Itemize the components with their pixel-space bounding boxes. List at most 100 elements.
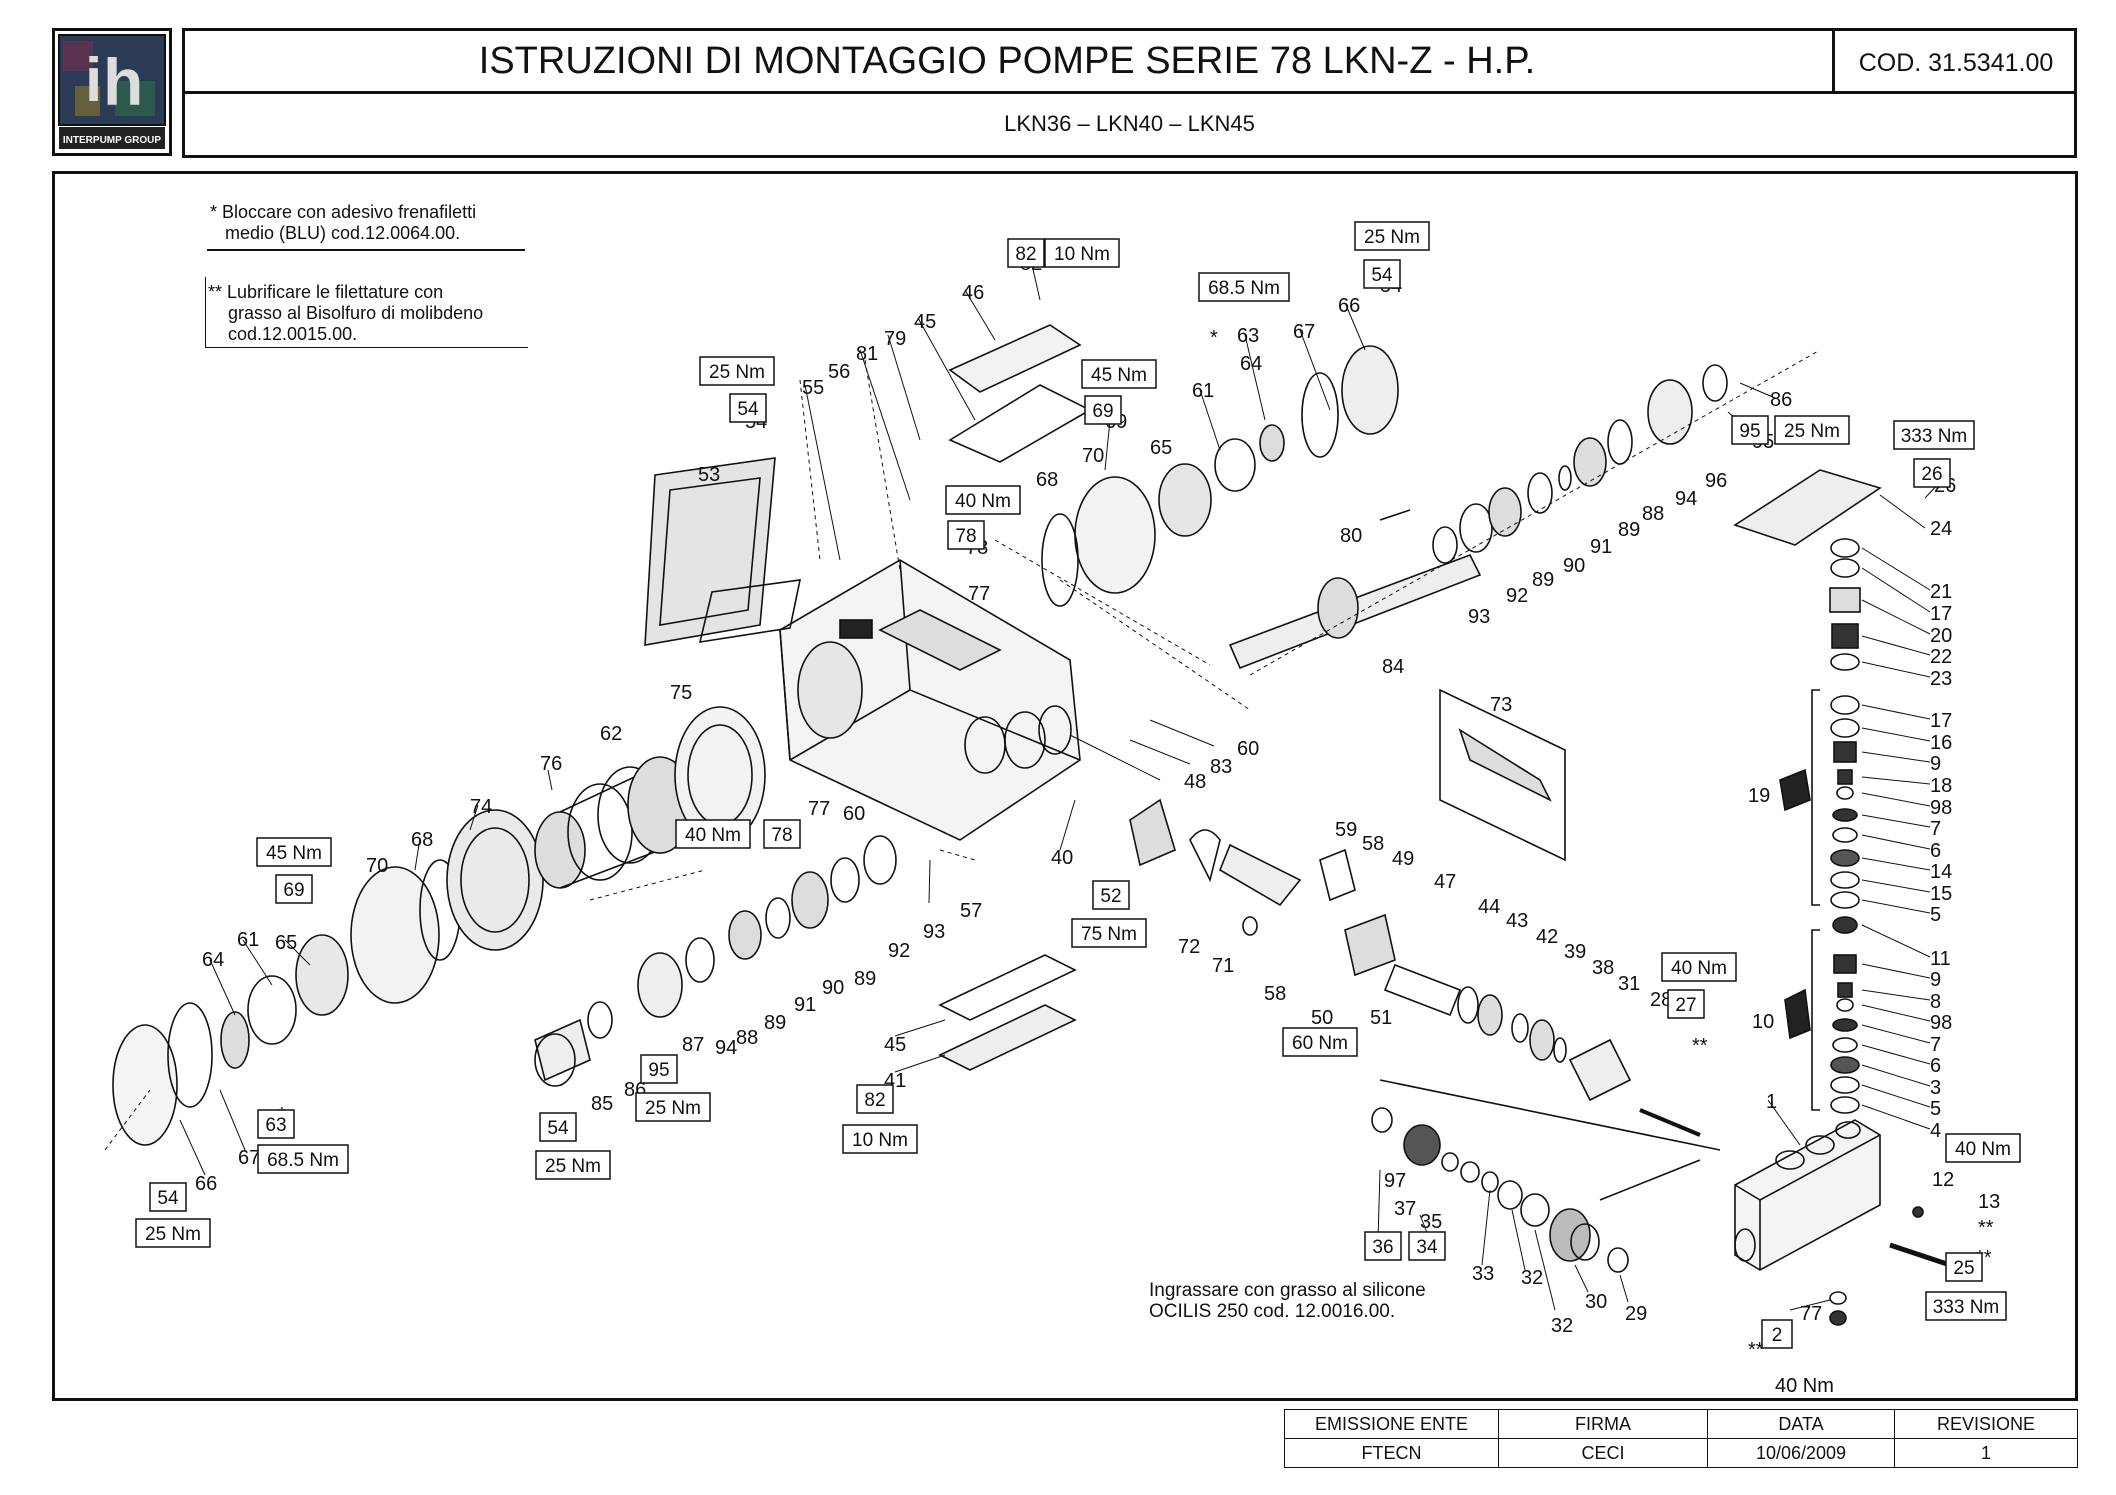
boxed-label-text: 78 <box>955 526 976 547</box>
part-callout: 66 <box>1338 295 1360 317</box>
boxed-label-text: 333 Nm <box>1933 1297 2000 1318</box>
part-callout: 94 <box>1675 488 1697 510</box>
boxed-label: 36 <box>1364 1231 1402 1261</box>
boxed-label-text: 45 Nm <box>266 843 322 864</box>
boxed-label: 63 <box>257 1109 295 1139</box>
part-callout: 5 <box>1930 904 1941 926</box>
part-callout: 40 Nm <box>1775 1375 1834 1397</box>
part-callout: 72 <box>1178 936 1200 958</box>
part-callout: 77 <box>968 583 990 605</box>
part-callout: 93 <box>1468 606 1490 628</box>
boxed-label: 40 Nm <box>1661 952 1737 982</box>
boxed-label-text: 54 <box>157 1188 179 1209</box>
part-callout: 47 <box>1434 871 1456 893</box>
logo-box: i h INTERPUMP GROUP <box>52 28 172 156</box>
interpump-logo: i h INTERPUMP GROUP <box>58 34 166 149</box>
part-callout: 13 <box>1978 1191 2000 1213</box>
boxed-label: 54 <box>149 1182 187 1212</box>
part-callout: 71 <box>1212 955 1234 977</box>
part-callout: 8 <box>1930 991 1941 1013</box>
part-callout: 19 <box>1748 785 1770 807</box>
boxed-label-text: 75 Nm <box>1081 924 1137 945</box>
crankcase-housing <box>779 559 1081 841</box>
part-callout: 64 <box>1240 353 1262 375</box>
part-callout: 58 <box>1362 833 1384 855</box>
header-date: DATA <box>1707 1409 1895 1439</box>
part-callout: 23 <box>1930 668 1952 690</box>
part-callout: 92 <box>1506 585 1528 607</box>
assembly-lines <box>104 349 1821 1151</box>
side-cover-left <box>112 1024 178 1146</box>
boxed-label-text: 95 <box>648 1060 669 1081</box>
part-callout: 33 <box>1472 1263 1494 1285</box>
title-divider-h <box>182 91 2077 94</box>
boxed-label: 69 <box>1084 395 1122 425</box>
part-callout: 75 <box>670 682 692 704</box>
boxed-label: 45 Nm <box>256 837 332 867</box>
part-callout: 86 <box>1770 389 1792 411</box>
boxed-label-text: 25 Nm <box>1784 421 1840 442</box>
part-callout: 77 <box>808 798 830 820</box>
part-callout: 91 <box>1590 536 1612 558</box>
valve-housing-10 <box>1784 988 1811 1040</box>
part-callout: 74 <box>470 796 492 818</box>
boxed-label-text: 54 <box>547 1118 569 1139</box>
boxed-label: 25 Nm <box>1354 221 1430 251</box>
boxed-label: 333 Nm <box>1925 1291 2007 1321</box>
header-revision: REVISIONE <box>1894 1409 2078 1439</box>
detail-box-73 <box>1439 688 1566 862</box>
value-signature: CECI <box>1498 1438 1708 1468</box>
input-shaft <box>1228 509 1482 670</box>
part-callout: 43 <box>1506 910 1528 932</box>
boxed-label: 69 <box>275 874 313 904</box>
part-callout: 93 <box>923 921 945 943</box>
boxed-label: 68.5 Nm <box>257 1144 349 1174</box>
top-cover-plate <box>948 324 1092 463</box>
part-callout: 17 <box>1930 710 1952 732</box>
part-callout: 46 <box>962 282 984 304</box>
boxed-label-text: 78 <box>771 825 792 846</box>
note-box-2 <box>205 277 528 348</box>
boxed-label: 68.5 Nm <box>1198 272 1290 302</box>
boxed-label: 78 <box>763 819 801 849</box>
part-callout: 42 <box>1536 926 1558 948</box>
part-callout: 18 <box>1930 775 1952 797</box>
part-callout: 68 <box>411 829 433 851</box>
boxed-label: 82 <box>1007 238 1045 268</box>
part-callout: 4 <box>1930 1120 1941 1142</box>
boxed-label-text: 69 <box>283 880 304 901</box>
boxed-label: 75 Nm <box>1071 918 1147 948</box>
boxed-label-text: 25 Nm <box>145 1224 201 1245</box>
boxed-label: 54 <box>1363 259 1401 289</box>
part-callout: 67 <box>1293 321 1315 343</box>
boxed-label: 54 <box>729 393 767 423</box>
boxed-label: 52 <box>1092 880 1130 910</box>
part-callout: 32 <box>1521 1267 1543 1289</box>
boxed-label-text: 54 <box>737 399 759 420</box>
part-callout: 48 <box>1184 771 1206 793</box>
part-callout: 61 <box>237 929 259 951</box>
part-callout: 6 <box>1930 1055 1941 1077</box>
boxed-label: 27 <box>1667 989 1705 1019</box>
boxed-label: 82 <box>856 1084 894 1114</box>
header-signature: FIRMA <box>1498 1409 1708 1439</box>
part-callout: 89 <box>1532 569 1554 591</box>
part-callout: 80 <box>1340 525 1362 547</box>
part-callout: 91 <box>794 994 816 1016</box>
valve-stack-lower <box>1830 916 1860 1114</box>
part-callout: 96 <box>1705 470 1727 492</box>
part-callout: 89 <box>764 1012 786 1034</box>
note-lubricant: ** Lubrificare le filettature con grasso… <box>208 282 484 344</box>
boxed-label: 40 Nm <box>675 819 751 849</box>
part-callout: 79 <box>884 328 906 350</box>
boxed-label-text: 69 <box>1092 401 1113 422</box>
part-callout: 15 <box>1930 883 1952 905</box>
boxed-label: 45 Nm <box>1081 359 1157 389</box>
document-code: COD. 31.5341.00 <box>1858 49 2054 77</box>
boxed-label: 25 Nm <box>135 1218 211 1248</box>
value-issuer: FTECN <box>1284 1438 1499 1468</box>
value-date: 10/06/2009 <box>1707 1438 1895 1468</box>
valve-stack-upper <box>1829 538 1861 909</box>
part-callout: 31 <box>1618 973 1640 995</box>
